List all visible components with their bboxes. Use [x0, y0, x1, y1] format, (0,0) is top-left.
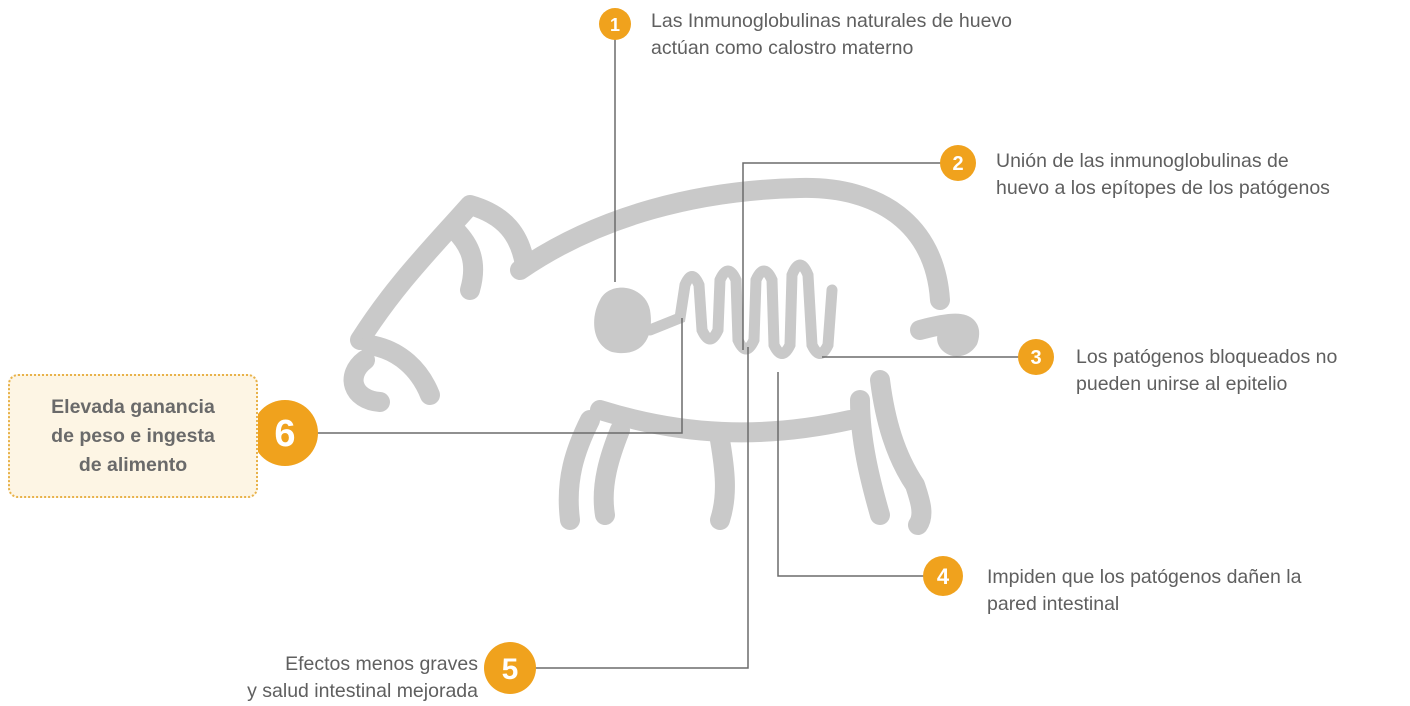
svg-text:3: 3: [1030, 347, 1041, 369]
step-6-callout: Elevada ganancia de peso e ingesta de al…: [8, 374, 258, 498]
intestine-icon: [650, 265, 832, 354]
step-5-line-2: y salud intestinal mejorada: [247, 678, 478, 705]
stomach-icon: [594, 288, 651, 353]
step-badge-2: 2: [940, 145, 976, 181]
step-4-line-2: pared intestinal: [987, 591, 1301, 618]
step-3-label: Los patógenos bloqueados no pueden unirs…: [1076, 344, 1337, 398]
step-2-label: Unión de las inmunoglobulinas de huevo a…: [996, 148, 1330, 202]
step-2-line-1: Unión de las inmunoglobulinas de: [996, 148, 1330, 175]
step-1-line-1: Las Inmunoglobulinas naturales de huevo: [651, 8, 1012, 35]
svg-text:4: 4: [937, 564, 950, 589]
step-1-label: Las Inmunoglobulinas naturales de huevo …: [651, 8, 1012, 62]
step-3-line-2: pueden unirse al epitelio: [1076, 371, 1337, 398]
step-4-line-1: Impiden que los patógenos dañen la: [987, 564, 1301, 591]
step-6-line-3: de alimento: [79, 451, 187, 480]
step-badge-5: 5: [484, 642, 536, 694]
connector-line-5: [510, 347, 748, 668]
svg-text:5: 5: [502, 653, 519, 686]
step-6-line-1: Elevada ganancia: [51, 393, 215, 422]
svg-text:1: 1: [610, 15, 620, 35]
step-badge-1: 1: [599, 8, 631, 40]
step-5-line-1: Efectos menos graves: [247, 651, 478, 678]
step-4-label: Impiden que los patógenos dañen la pared…: [987, 564, 1301, 618]
step-badge-3: 3: [1018, 339, 1054, 375]
svg-text:2: 2: [952, 153, 963, 175]
step-2-line-2: huevo a los epítopes de los patógenos: [996, 175, 1330, 202]
step-badge-6: 6: [252, 400, 318, 466]
svg-text:6: 6: [274, 413, 295, 455]
step-3-line-1: Los patógenos bloqueados no: [1076, 344, 1337, 371]
step-6-line-2: de peso e ingesta: [51, 422, 215, 451]
step-1-line-2: actúan como calostro materno: [651, 35, 1012, 62]
step-badge-4: 4: [923, 556, 963, 596]
step-5-label: Efectos menos graves y salud intestinal …: [247, 651, 478, 705]
